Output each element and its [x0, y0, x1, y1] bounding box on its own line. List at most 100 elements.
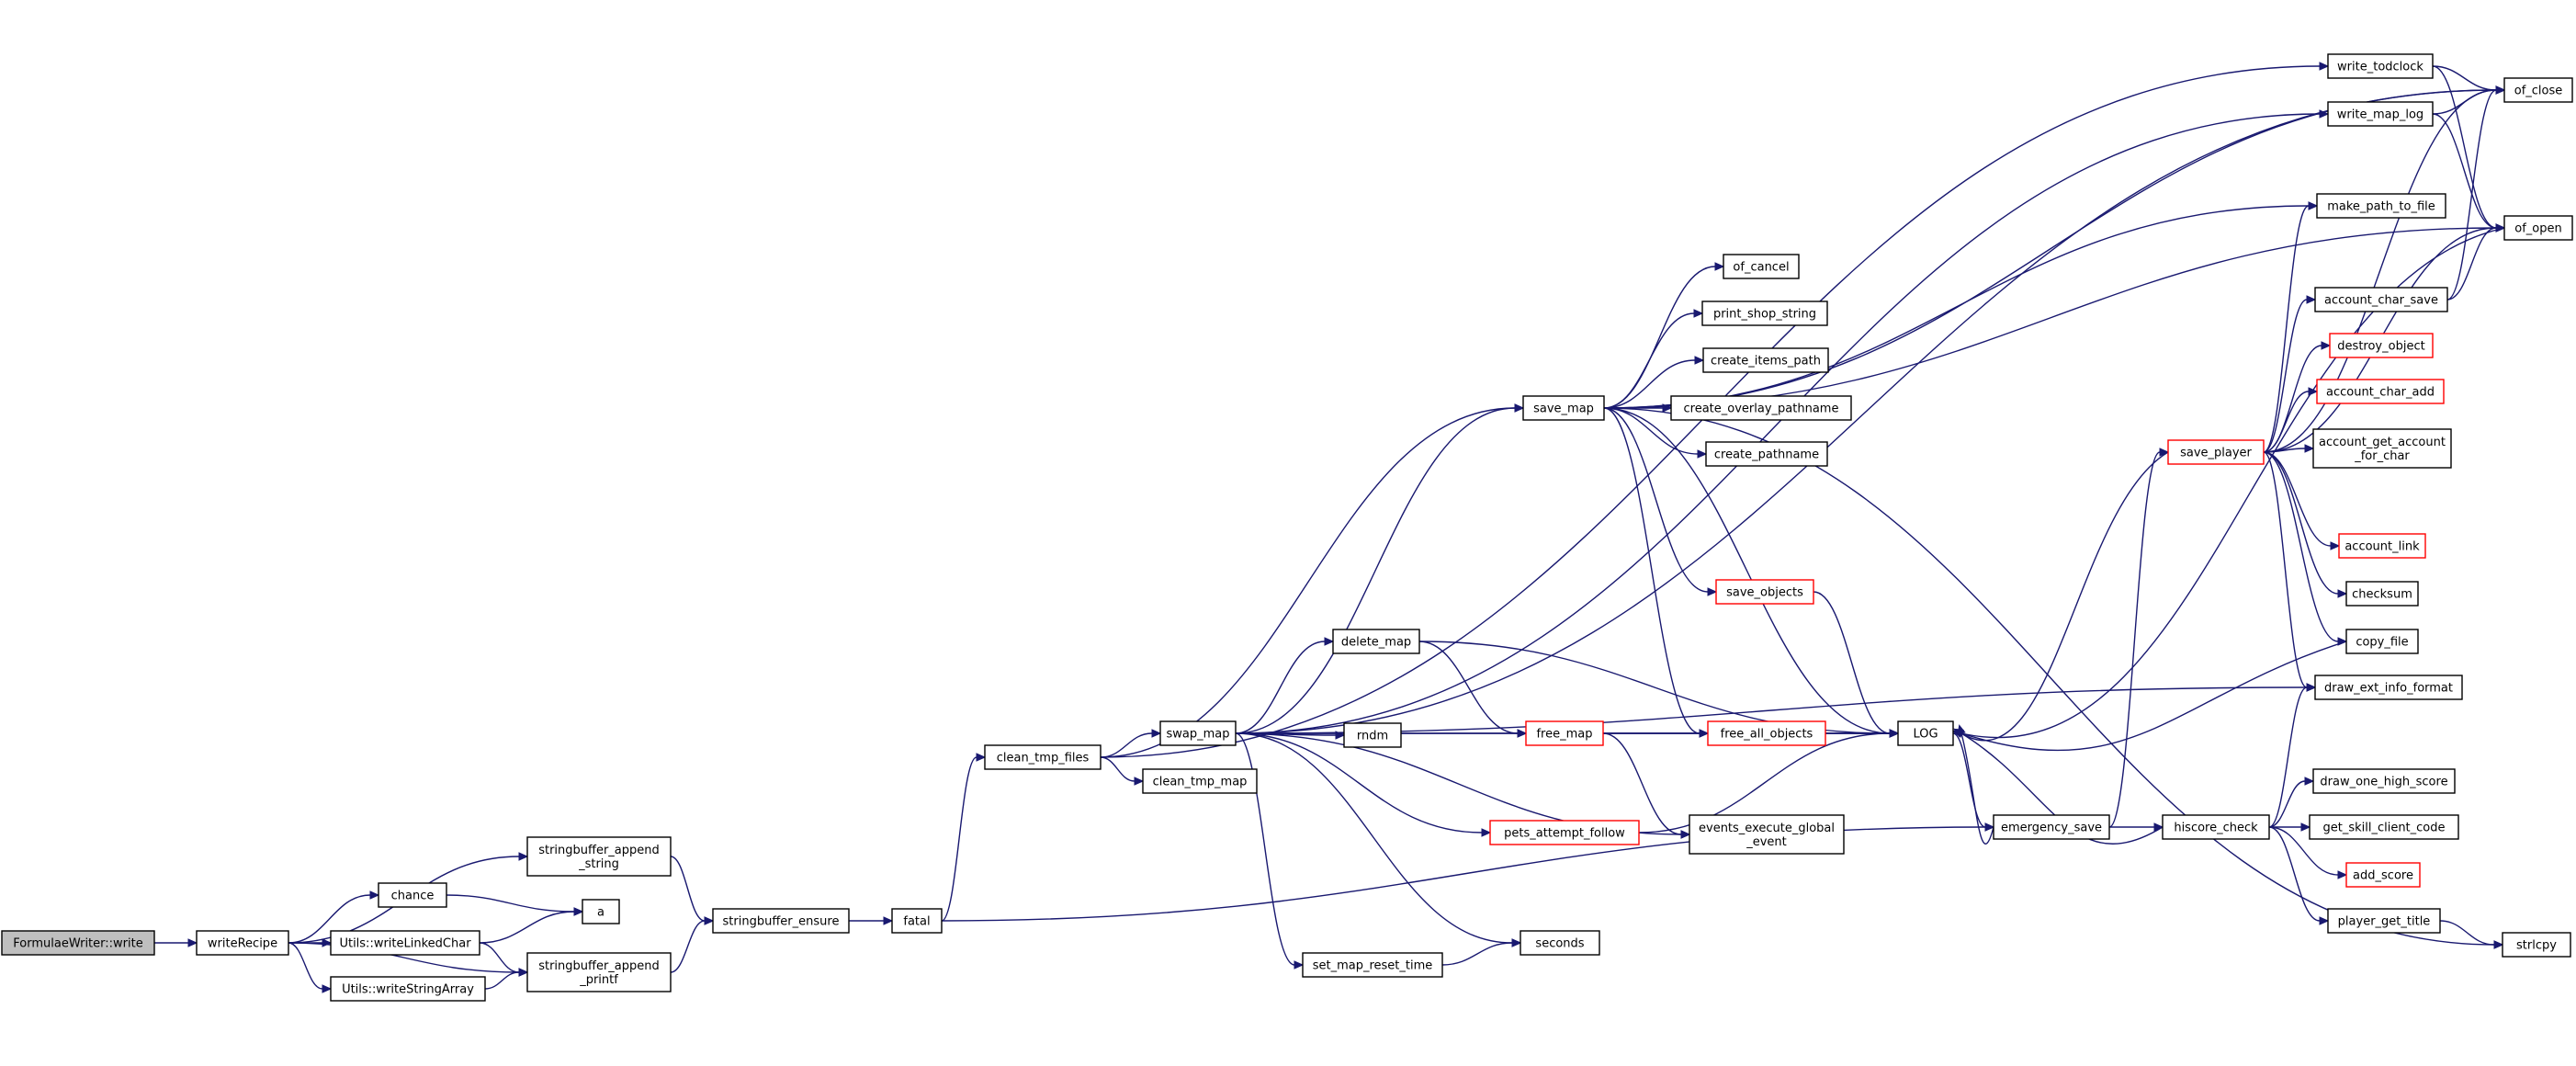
node-save-map[interactable]: save_map — [1522, 395, 1605, 421]
node-box — [1142, 768, 1258, 794]
node-chance[interactable]: chance — [378, 882, 447, 908]
edge-log-to-emergency_save — [1952, 732, 1995, 832]
arrowhead — [518, 968, 529, 977]
node-a[interactable]: a — [582, 899, 620, 924]
node-checksum[interactable]: checksum — [2345, 581, 2419, 607]
node-label: player_get_title — [2338, 915, 2431, 929]
node-create-items-path[interactable]: create_items_path — [1702, 347, 1829, 373]
edge-line — [484, 971, 520, 990]
node-stringbuffer-ensure[interactable]: stringbuffer_ensure — [712, 908, 850, 934]
node-box — [1707, 720, 1826, 746]
node-write-todclock[interactable]: write_todclock — [2327, 53, 2434, 79]
edge-line — [1960, 641, 2347, 752]
edge-line — [1235, 89, 2497, 734]
edge-line — [2263, 391, 2310, 453]
node-write-map-log[interactable]: write_map_log — [2327, 101, 2434, 127]
node-box — [1993, 814, 2110, 840]
edge-line — [479, 911, 575, 944]
edge-line — [1235, 732, 1682, 835]
node-label: save_map — [1533, 403, 1594, 416]
edge-line — [2263, 299, 2308, 453]
node-hiscore-check[interactable]: hiscore_check — [2162, 814, 2270, 840]
node-fatal[interactable]: fatal — [891, 908, 943, 934]
edge-of_open-to-log — [1952, 227, 2505, 739]
node-get-skill-client-code[interactable]: get_skill_client_code — [2309, 814, 2459, 840]
node-emergency-save[interactable]: emergency_save — [1993, 814, 2110, 840]
node-swap-map[interactable]: swap_map — [1159, 720, 1237, 746]
node-formulaewriter-write[interactable]: FormulaeWriter::write — [1, 930, 155, 956]
node-box — [330, 930, 480, 956]
node-events-execute-global-event[interactable]: events_execute_global_event — [1689, 814, 1845, 855]
node-label: draw_one_high_score — [2320, 776, 2447, 789]
node-free-all-objects[interactable]: free_all_objects — [1707, 720, 1826, 746]
node-pets-attempt-follow[interactable]: pets_attempt_follow — [1489, 820, 1640, 845]
node-label: add_score — [2353, 869, 2413, 883]
node-draw-ext-info-format[interactable]: draw_ext_info_format — [2314, 675, 2463, 700]
arrowhead — [1151, 729, 1162, 738]
node-strlcpy[interactable]: strlcpy — [2502, 932, 2571, 958]
node-box — [1689, 814, 1845, 855]
node-rndm[interactable]: rndm — [1343, 722, 1402, 748]
edge-save_player-to-account_get_account_for_char — [2263, 444, 2315, 453]
node-free-map[interactable]: free_map — [1525, 720, 1604, 746]
node-label: destroy_object — [2337, 340, 2424, 354]
node-box — [2345, 862, 2421, 888]
arrowhead — [1514, 403, 1525, 413]
node-seconds[interactable]: seconds — [1520, 930, 1600, 956]
edge-line — [670, 920, 706, 973]
node-copy-file[interactable]: copy_file — [2345, 629, 2419, 654]
edge-set_map_reset_time-to-seconds — [1441, 938, 1522, 966]
node-save-objects[interactable]: save_objects — [1715, 579, 1814, 605]
node-print-shop-string[interactable]: print_shop_string — [1701, 301, 1828, 326]
node-of-close[interactable]: of_close — [2503, 77, 2573, 103]
node-utils-writestringarray[interactable]: Utils::writeStringArray — [330, 976, 486, 1002]
node-account-char-add[interactable]: account_char_add — [2316, 379, 2445, 404]
edge-line — [1100, 732, 1153, 758]
node-utils-writelinkedchar[interactable]: Utils::writeLinkedChar — [330, 930, 480, 956]
node-account-char-save[interactable]: account_char_save — [2314, 287, 2448, 312]
edge-fatal-to-clean_tmp_files — [941, 753, 987, 922]
node-box — [2167, 439, 2265, 465]
node-create-pathname[interactable]: create_pathname — [1705, 441, 1828, 467]
node-box — [526, 952, 672, 992]
node-save-player[interactable]: save_player — [2167, 439, 2265, 465]
node-set-map-reset-time[interactable]: set_map_reset_time — [1302, 952, 1443, 978]
edge-line — [1603, 407, 1700, 734]
node-account-link[interactable]: account_link — [2338, 533, 2426, 559]
node-make-path-to-file[interactable]: make_path_to_file — [2316, 193, 2446, 219]
arrowhead — [2306, 683, 2317, 692]
node-label: write_map_log — [2337, 108, 2423, 122]
node-destroy-object[interactable]: destroy_object — [2329, 333, 2434, 358]
edge-line — [1235, 732, 1513, 944]
node-box — [1715, 579, 1814, 605]
node-of-open[interactable]: of_open — [2503, 215, 2573, 241]
node-of-cancel[interactable]: of_cancel — [1723, 254, 1800, 279]
node-stringbuffer-append-string[interactable]: stringbuffer_append_string — [526, 836, 672, 877]
node-clean-tmp-files[interactable]: clean_tmp_files — [984, 744, 1102, 770]
node-label: stringbuffer_ensure — [723, 915, 840, 929]
node-label: print_shop_string — [1713, 308, 1816, 322]
edge-utils_writestringarray-to-stringbuffer_append_printf — [484, 968, 529, 990]
edge-line — [288, 894, 371, 944]
arrowhead — [1889, 729, 1900, 738]
arrowhead — [1517, 729, 1528, 738]
node-create-overlay-pathname[interactable]: create_overlay_pathname — [1670, 395, 1852, 421]
node-draw-one-high-score[interactable]: draw_one_high_score — [2312, 768, 2456, 794]
node-box — [1522, 395, 1605, 421]
node-box — [1723, 254, 1800, 279]
node-stringbuffer-append-printf[interactable]: stringbuffer_append_printf — [526, 952, 672, 992]
node-add-score[interactable]: add_score — [2345, 862, 2421, 888]
arrowhead — [2321, 341, 2332, 350]
node-label: draw_ext_info_format — [2324, 682, 2453, 696]
edge-line — [2268, 826, 2339, 876]
arrowhead — [322, 984, 333, 993]
node-clean-tmp-map[interactable]: clean_tmp_map — [1142, 768, 1258, 794]
node-box — [196, 930, 289, 956]
node-label: _printf — [579, 973, 618, 987]
node-log[interactable]: LOG — [1897, 720, 1954, 746]
arrowhead — [2159, 448, 2170, 457]
node-account-get-account-for-char[interactable]: account_get_account_for_char — [2312, 428, 2452, 469]
node-player-get-title[interactable]: player_get_title — [2327, 908, 2441, 934]
node-writerecipe[interactable]: writeRecipe — [196, 930, 289, 956]
node-delete-map[interactable]: delete_map — [1332, 629, 1420, 654]
